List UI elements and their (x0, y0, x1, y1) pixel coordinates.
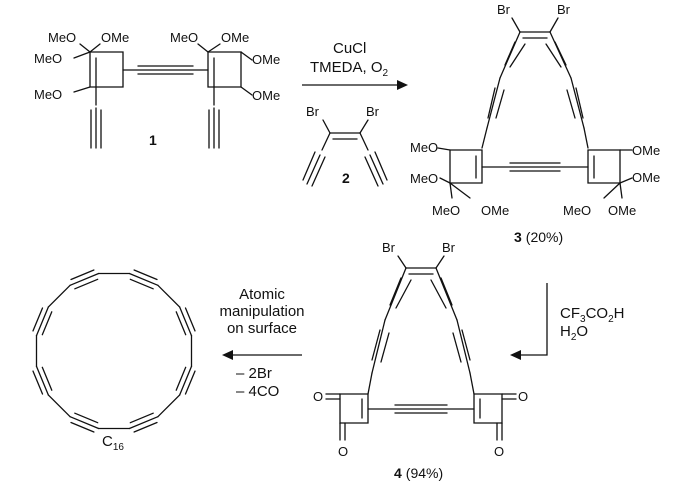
step1-reagent-cucl: CuCl (333, 40, 366, 57)
step3-condition-5: – 4CO (236, 383, 279, 400)
ring-bond (129, 412, 154, 424)
step3-arrow (222, 350, 302, 360)
step3-condition-1: Atomic (239, 286, 285, 303)
ome-label: OMe (481, 203, 509, 218)
ring-bond (32, 307, 44, 332)
ring-bond (175, 366, 187, 391)
ring-bond (175, 311, 187, 336)
step2-reagent-water: H2O (560, 323, 588, 343)
ring-bond (179, 306, 193, 337)
step3-condition-4: – 2Br (236, 365, 272, 382)
step3-condition-2: manipulation (219, 303, 304, 320)
step1-arrow (302, 80, 408, 90)
ring-bond (47, 284, 71, 308)
ring-bond (133, 269, 158, 281)
br-label: Br (557, 2, 571, 17)
ring-bond (128, 272, 159, 286)
br-label: Br (366, 104, 380, 119)
ring-bond (157, 284, 181, 308)
oxygen-label: O (518, 389, 528, 404)
ring-bond (47, 394, 71, 418)
oxygen-label: O (313, 389, 323, 404)
ring-bond (179, 365, 193, 396)
ring-bond (35, 365, 49, 396)
meo-label: MeO (432, 203, 460, 218)
ome-label: OMe (101, 30, 129, 45)
ring-bond (35, 306, 49, 337)
meo-label: MeO (48, 30, 76, 45)
br-label: Br (306, 104, 320, 119)
ome-label: OMe (608, 203, 636, 218)
meo-label: MeO (410, 171, 438, 186)
ring-bond (41, 311, 53, 336)
ring-bond (157, 394, 181, 418)
ring-bond (128, 416, 159, 430)
oxygen-label: O (338, 444, 348, 459)
compound-1: MeO OMe MeO MeO MeO OMe OMe OMe 1 (34, 30, 280, 149)
compound-2-number: 2 (342, 170, 350, 186)
ring-bond (70, 269, 95, 281)
ome-label: OMe (252, 88, 280, 103)
cyclo-c16 (32, 269, 196, 433)
compound-2: Br Br 2 (302, 104, 388, 187)
oxygen-label: O (494, 444, 504, 459)
ome-label: OMe (252, 52, 280, 67)
ring-bond (133, 421, 158, 433)
ring-bond (69, 272, 100, 286)
ring-bond (74, 278, 99, 290)
meo-label: MeO (34, 51, 62, 66)
ring-bond (70, 421, 95, 433)
ome-label: OMe (221, 30, 249, 45)
meo-label: MeO (410, 140, 438, 155)
ring-bond (69, 416, 100, 430)
meo-label: MeO (34, 87, 62, 102)
compound-4: Br Br O O O O (313, 240, 528, 459)
br-label: Br (497, 2, 511, 17)
ring-bond (32, 370, 44, 395)
step2-arrow (510, 283, 548, 360)
ring-bond (74, 412, 99, 424)
meo-label: MeO (170, 30, 198, 45)
step1-reagent-tmeda: TMEDA, O2 (310, 59, 389, 79)
ome-label: OMe (632, 170, 660, 185)
compound-3-caption: 3(20%) (514, 229, 563, 245)
ring-bond (41, 366, 53, 391)
compound-1-number: 1 (149, 132, 157, 148)
ring-bond (184, 370, 196, 395)
ome-label: OMe (632, 143, 660, 158)
br-label: Br (382, 240, 396, 255)
ring-bond (184, 307, 196, 332)
compound-3: Br Br MeO MeO MeO OMe OMe OMe MeO OMe (410, 2, 660, 218)
c16-label: C16 (102, 433, 124, 453)
br-label: Br (442, 240, 456, 255)
ring-bond (129, 278, 154, 290)
compound-4-caption: 4(94%) (394, 465, 443, 481)
step3-condition-3: on surface (227, 320, 297, 337)
meo-label: MeO (563, 203, 591, 218)
step2-reagent-tfa: CF3CO2H (560, 305, 624, 325)
